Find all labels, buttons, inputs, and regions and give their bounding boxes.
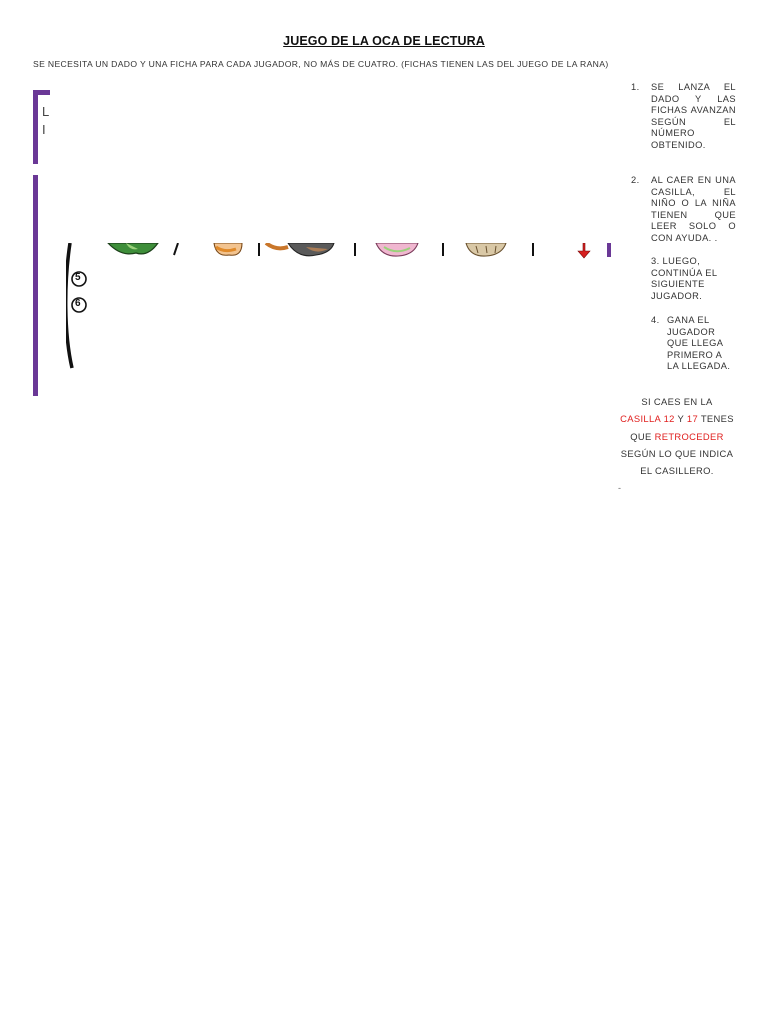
footer-mark: - — [618, 483, 621, 493]
cropped-letter: L — [42, 104, 50, 119]
frame-bar — [607, 243, 611, 257]
frame-corner — [33, 90, 50, 95]
rule-number: 1. — [631, 82, 640, 92]
highlight-retroceder: RETROCEDER — [654, 430, 724, 442]
board-number: 6 — [75, 298, 81, 309]
rule-number: 2. — [631, 175, 640, 185]
rule-item: 1. SE LANZA EL DADO Y LAS FICHAS AVANZAN… — [631, 82, 736, 152]
note-line: SI CAES EN LA — [641, 396, 713, 407]
page-title: JUEGO DE LA OCA DE LECTURA — [283, 34, 485, 48]
rule-text: AL CAER EN UNA CASILLA, EL NIÑO O LA NIÑ… — [651, 175, 736, 243]
rule-item: 4. GANA EL JUGADOR QUE LLEGA PRIMERO A L… — [651, 315, 736, 373]
page-subtitle: SE NECESITA UN DADO Y UNA FICHA PARA CAD… — [33, 59, 609, 69]
frame-bar — [33, 175, 38, 396]
rule-text: SE LANZA EL DADO Y LAS FICHAS AVANZAN SE… — [651, 82, 736, 150]
highlight-17: 17 — [686, 413, 699, 425]
cropped-text-frame: L I — [33, 90, 50, 164]
rule-text: 3. LUEGO, CONTINÚA EL SIGUIENTE JUGADOR. — [651, 256, 718, 301]
game-board-frame: 5 6 — [33, 175, 611, 396]
retroceder-note: SI CAES EN LA CASILLA 12 Y 17 TENES QUE … — [612, 393, 742, 479]
note-line: EL CASILLERO. — [640, 465, 714, 477]
rule-text: GANA EL JUGADOR QUE LLEGA PRIMERO A LA L… — [667, 315, 731, 372]
cropped-letter: I — [42, 122, 46, 137]
game-board-image: 5 6 — [66, 243, 606, 383]
frame-bar — [33, 90, 38, 164]
rule-item: 2. AL CAER EN UNA CASILLA, EL NIÑO O LA … — [631, 175, 736, 245]
rule-number: 4. — [651, 315, 660, 325]
note-line: QUE RETROCEDER — [630, 430, 724, 442]
highlight-casilla: CASILLA 12 — [620, 413, 675, 425]
rule-item: 3. LUEGO, CONTINÚA EL SIGUIENTE JUGADOR. — [651, 256, 731, 302]
note-line: SEGÚN LO QUE INDICA — [620, 447, 734, 459]
board-illustration — [66, 243, 591, 369]
board-number: 5 — [75, 272, 81, 283]
note-line: CASILLA 12 Y 17 TENES — [620, 413, 734, 425]
